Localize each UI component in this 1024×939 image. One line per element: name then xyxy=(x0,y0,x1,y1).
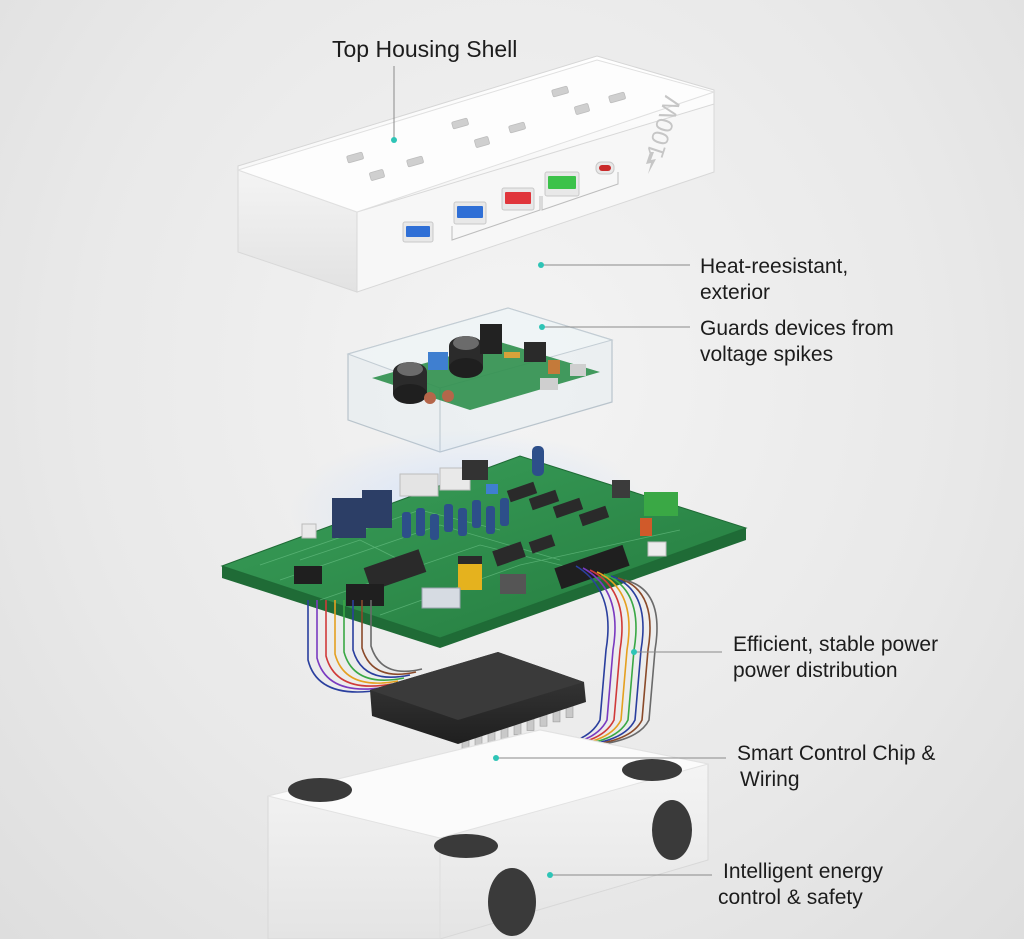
transformer xyxy=(480,324,502,354)
resistor xyxy=(548,360,560,374)
label-line: power distribution xyxy=(733,658,938,684)
label-top-housing-shell: Top Housing Shell xyxy=(332,36,517,62)
label-line: control & safety xyxy=(718,885,883,911)
usb-socket xyxy=(540,378,558,390)
capacitor xyxy=(532,446,544,476)
capacitor xyxy=(393,362,427,404)
connector-white xyxy=(302,524,316,538)
base-housing xyxy=(268,730,708,939)
usb-c-port xyxy=(596,162,614,174)
usb-blue-insert xyxy=(457,206,483,218)
label-line: Guards devices from xyxy=(700,316,894,342)
label-efficient-power: Efficient, stable power power distributi… xyxy=(733,632,938,684)
connector xyxy=(612,480,630,498)
rubber-foot-side xyxy=(488,868,536,936)
relay xyxy=(362,490,392,528)
label-heat-resistant: Heat-reesistant, exterior xyxy=(700,254,848,306)
top-housing-shell: 100W xyxy=(238,56,714,292)
shield-can xyxy=(422,588,460,608)
label-line: Intelligent energy xyxy=(718,859,883,885)
usb-port-red xyxy=(502,188,534,210)
pin-header xyxy=(294,566,322,584)
terminal-block xyxy=(644,492,678,516)
usb-c-insert xyxy=(599,165,611,171)
blue-trim xyxy=(486,484,498,494)
varistor xyxy=(442,390,454,402)
header-white xyxy=(648,542,666,556)
label-intelligent-energy: Intelligent energy control & safety xyxy=(718,859,883,911)
relay-blue xyxy=(428,352,448,370)
rubber-foot xyxy=(622,759,682,781)
capacitor-orange xyxy=(640,518,652,536)
ic-package xyxy=(500,574,526,594)
label-guards-devices: Guards devices from voltage spikes xyxy=(700,316,894,368)
usb-green-insert xyxy=(548,176,576,189)
label-line: Efficient, stable power xyxy=(733,632,938,658)
rubber-foot-side xyxy=(652,800,692,860)
varistor xyxy=(424,392,436,404)
label-line: Heat-reesistant, xyxy=(700,254,848,280)
pin-header xyxy=(346,584,384,606)
fuse xyxy=(504,352,520,358)
main-circuit-board xyxy=(222,430,746,648)
label-line: exterior xyxy=(700,280,848,306)
capacitor xyxy=(449,336,483,378)
label-smart-control-chip: Smart Control Chip & Wiring xyxy=(737,741,935,793)
inductor xyxy=(458,562,482,590)
ic-package xyxy=(462,460,488,480)
label-line: Smart Control Chip & xyxy=(737,741,935,767)
connector-block xyxy=(524,342,546,362)
rubber-foot xyxy=(288,778,352,802)
label-line: Wiring xyxy=(737,767,935,793)
rubber-foot xyxy=(434,834,498,858)
connector-white xyxy=(400,474,438,496)
label-line: voltage spikes xyxy=(700,342,894,368)
usb-port-blue-2 xyxy=(454,202,486,224)
usb-red-insert xyxy=(505,192,531,204)
wire xyxy=(554,578,650,746)
usb-blue-insert xyxy=(406,226,430,237)
relay xyxy=(332,498,366,538)
usb-port-blue-1 xyxy=(403,222,433,242)
usb-socket xyxy=(570,364,586,376)
usb-port-green xyxy=(545,172,579,196)
